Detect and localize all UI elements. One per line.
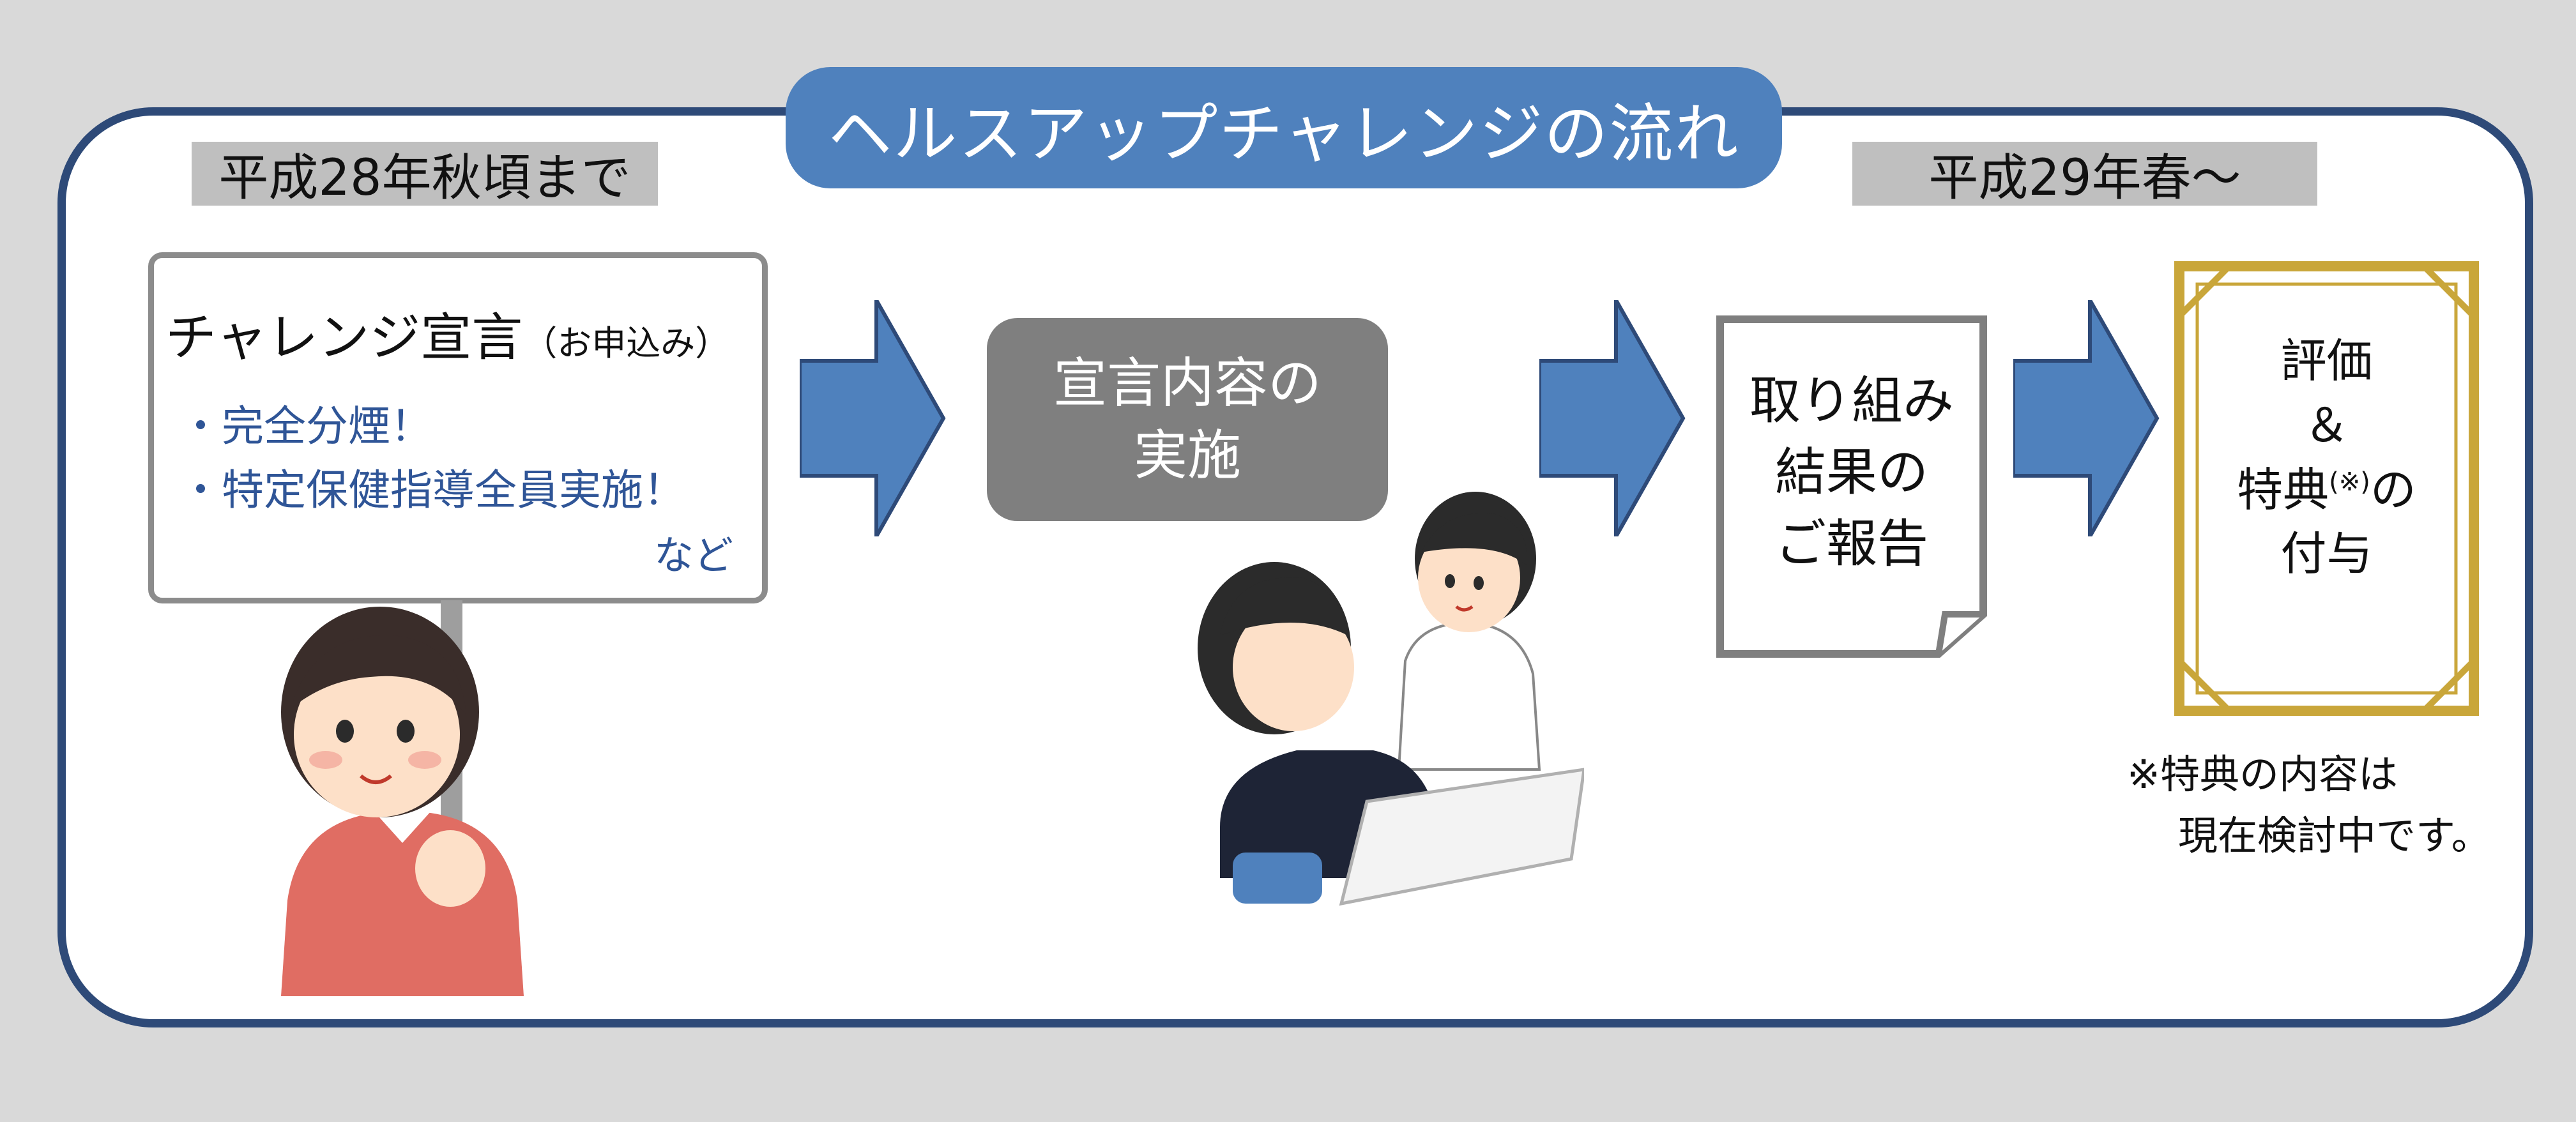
declaration-title-text: チャレンジ宣言 — [165, 308, 523, 367]
award-text: 評価 ＆ 特典(※)の 付与 — [2172, 329, 2481, 586]
flow-title: ヘルスアップチャレンジの流れ — [786, 67, 1782, 188]
report-document-icon — [1716, 315, 1987, 658]
implementation-box: 宣言内容の 実施 — [987, 318, 1388, 521]
award-line4: 付与 — [2280, 527, 2373, 581]
award-line3-main: 特典 — [2237, 462, 2329, 517]
report-line3: ご報告 — [1775, 514, 1928, 573]
award-line3-tail: の — [2370, 462, 2416, 517]
benefit-note-line1: ※特典の内容は — [2127, 751, 2398, 798]
declaration-etc: など — [653, 532, 733, 579]
report-line2: 結果の — [1775, 443, 1928, 502]
implementation-line2: 実施 — [1133, 424, 1241, 487]
benefit-note-line2: 現在検討中です。 — [2178, 812, 2491, 860]
implementation-line1: 宣言内容の — [1053, 351, 1322, 414]
award-line1: 評価 — [2280, 334, 2373, 388]
benefit-note: ※特典の内容は 現在検討中です。 — [2127, 744, 2491, 867]
declaration-item: ・特定保健指導全員実施！ — [179, 466, 685, 515]
certificate-frame-icon — [2174, 261, 2479, 716]
period-tag-left: 平成28年秋頃まで — [192, 142, 658, 207]
period-tag-right: 平成29年春～ — [1852, 142, 2317, 207]
award-line3-sup: (※) — [2329, 467, 2370, 497]
award-line3: 特典(※)の — [2172, 458, 2481, 522]
declaration-item: ・完全分煙！ — [179, 402, 432, 451]
period-tag-left-text: 平成28年秋頃まで — [218, 149, 631, 207]
woman-holding-sign-icon — [281, 600, 524, 996]
report-line1: 取り組み — [1749, 371, 1954, 430]
period-tag-right-text: 平成29年春～ — [1928, 149, 2241, 207]
award-line2: ＆ — [2303, 398, 2350, 452]
arrow-right-icon — [1539, 300, 1686, 536]
arrow-right-icon — [800, 300, 946, 536]
declaration-title: チャレンジ宣言（お申込み） — [165, 296, 729, 370]
declaration-sign: チャレンジ宣言（お申込み） ・完全分煙！ ・特定保健指導全員実施！ など — [148, 252, 768, 603]
arrow-right-icon — [2013, 300, 2160, 536]
declaration-title-note: （お申込み） — [522, 323, 730, 363]
nurse-consultation-icon — [1198, 492, 1584, 906]
report-document: 取り組み 結果の ご報告 — [1715, 314, 1988, 659]
flow-title-text: ヘルスアップチャレンジの流れ — [828, 96, 1740, 171]
